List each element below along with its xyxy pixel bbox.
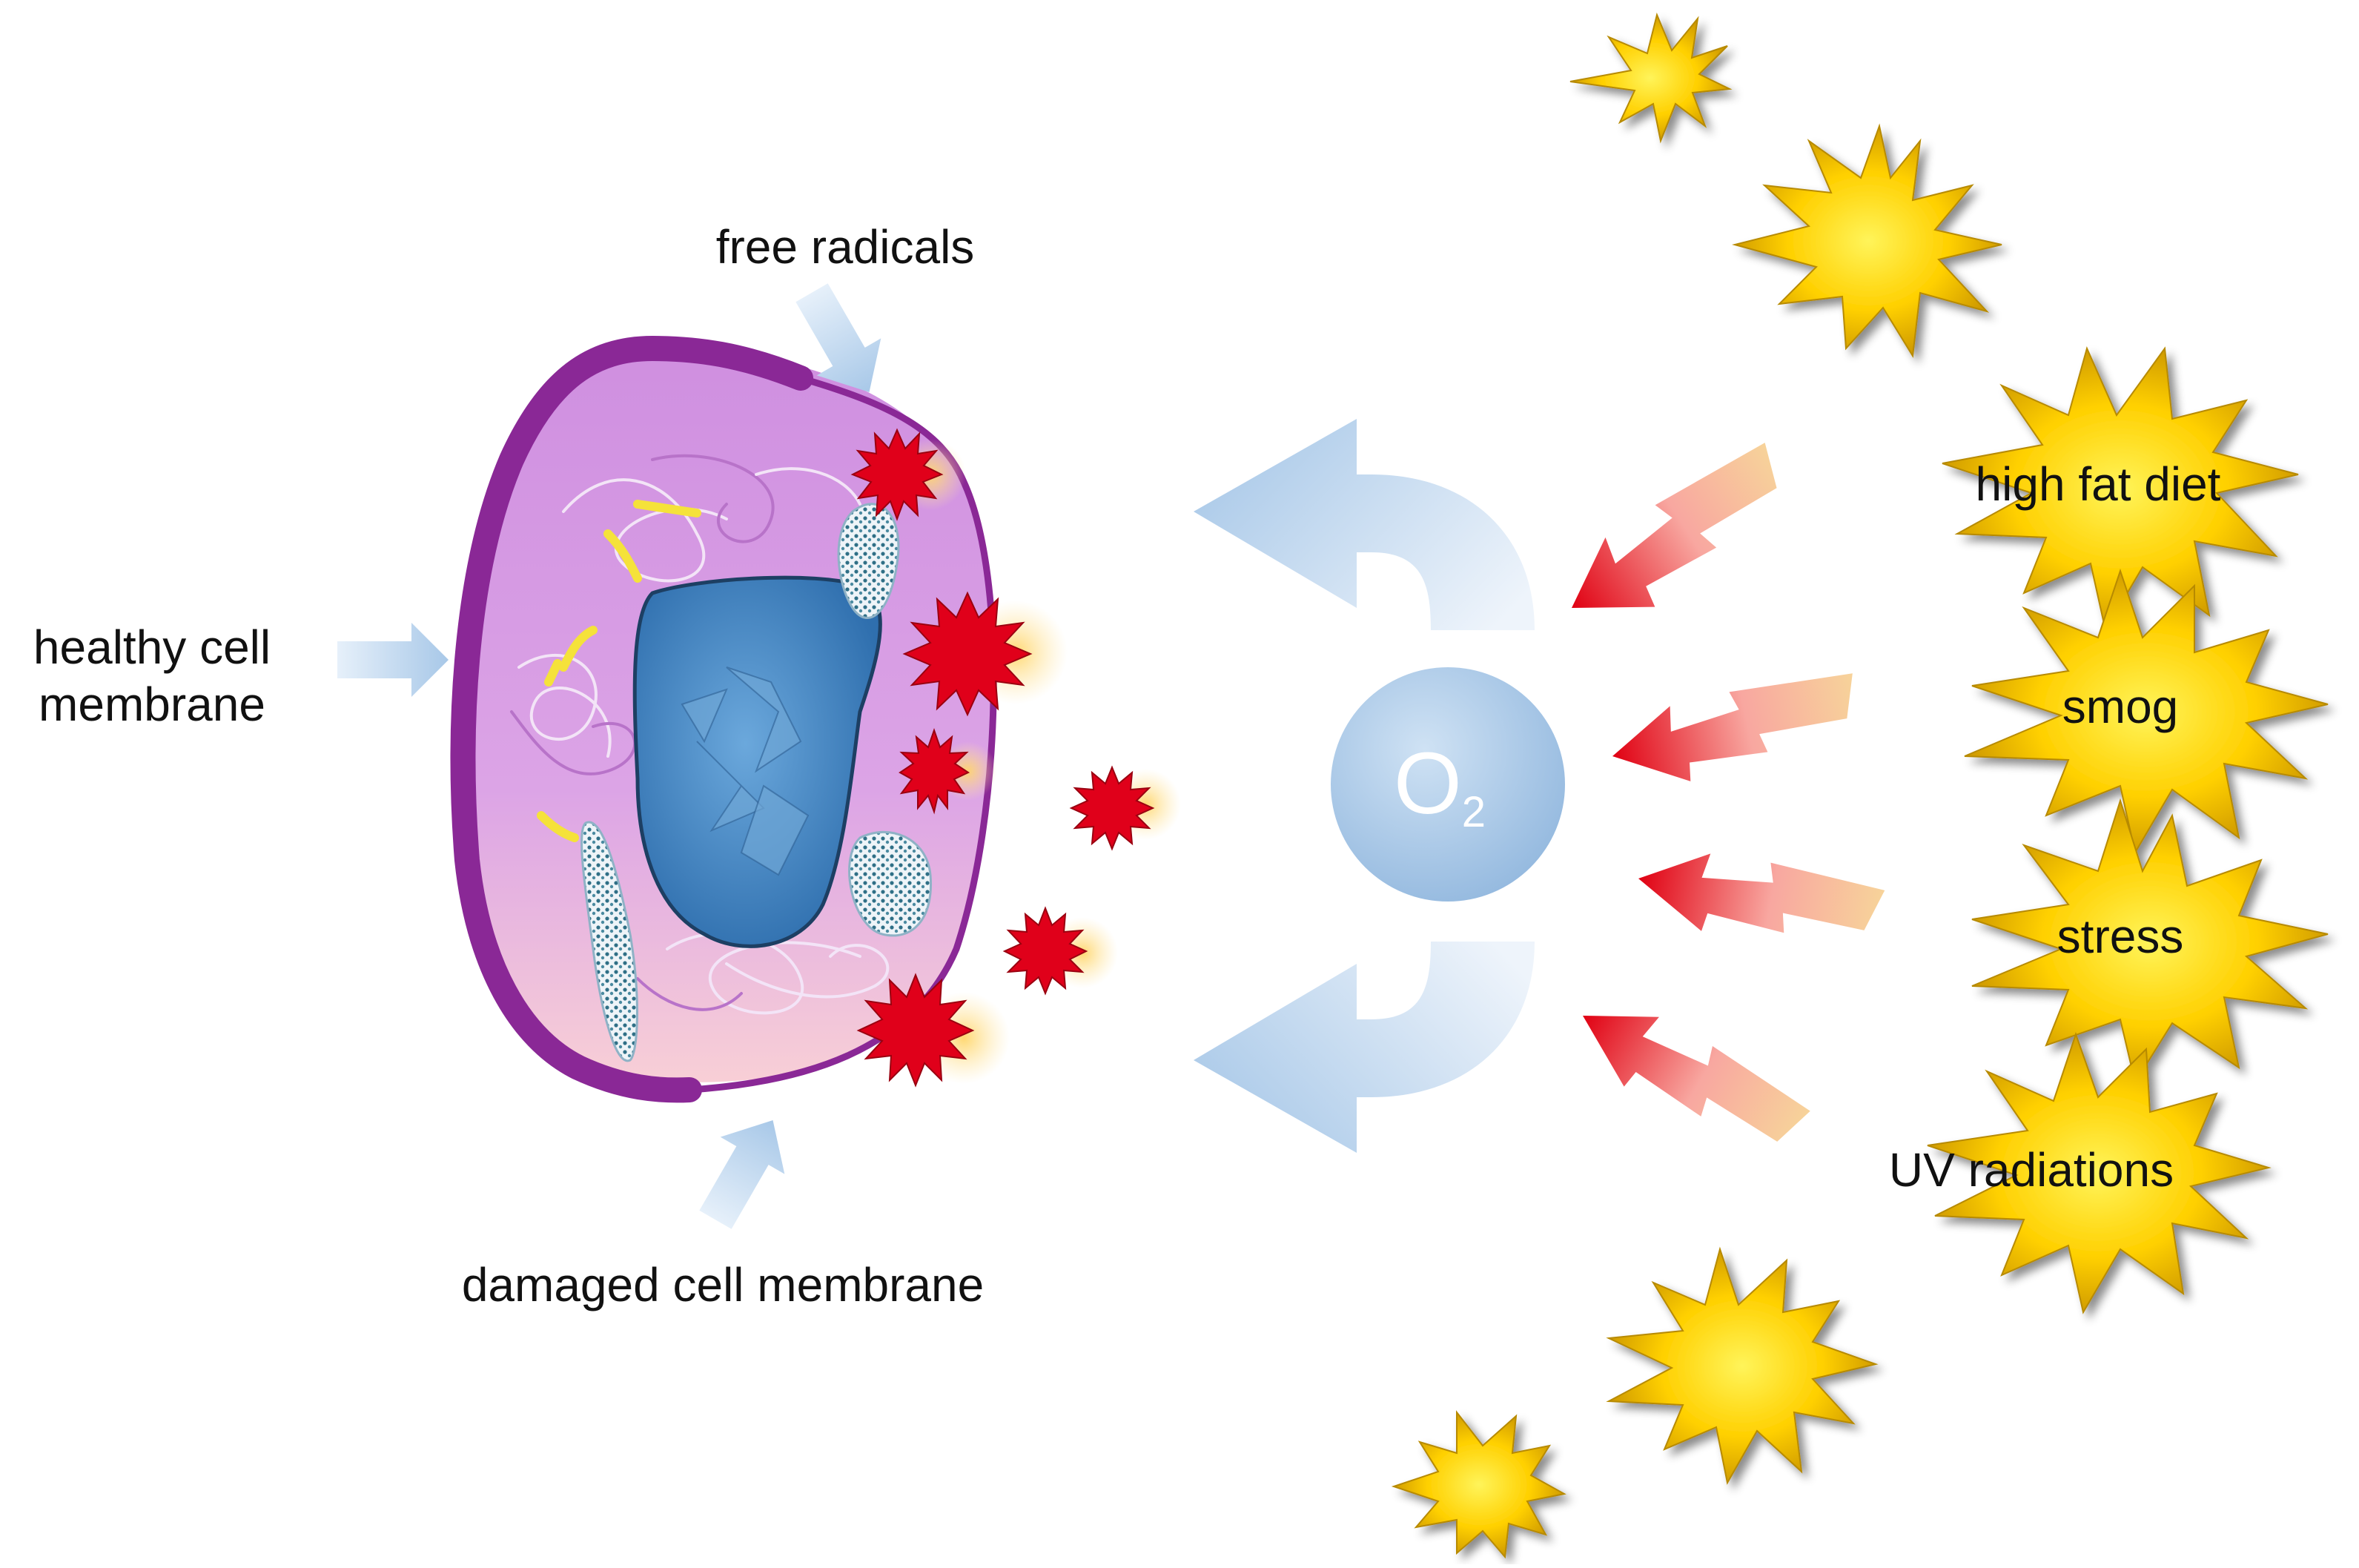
oxygen-label: O2 — [1394, 740, 1486, 834]
dotted-organelles — [580, 503, 933, 1062]
sunburst-source — [1971, 798, 2329, 1085]
healthy-cell-label: healthy cell membrane — [15, 619, 289, 733]
oxygen-subscript: 2 — [1461, 788, 1486, 836]
source-label-stress: stress — [2057, 910, 2184, 963]
free-radical — [899, 727, 997, 815]
sunburst-small — [1569, 12, 1733, 144]
sunburst-medium — [1606, 1246, 1879, 1485]
oxygen-symbol: O — [1394, 735, 1462, 833]
healthy-cell-label-line1: healthy cell — [33, 621, 271, 674]
free-radical — [1069, 765, 1181, 851]
source-label-smog: smog — [2062, 680, 2179, 733]
bolt-arrow — [1612, 673, 1853, 781]
free-radical — [902, 591, 1068, 717]
sunburst-medium — [1732, 123, 2002, 358]
damaged-cell-label: damaged cell membrane — [461, 1258, 985, 1311]
sunburst-small — [1391, 1410, 1566, 1559]
free-radical — [856, 973, 1010, 1088]
sunbursts — [1391, 12, 2329, 1559]
free-radicals — [850, 428, 1181, 1088]
free-radical — [1002, 906, 1118, 996]
source-label-uv-radiations: UV radiations — [1888, 1143, 2174, 1197]
free-radical — [850, 428, 966, 521]
bolt-arrow — [1583, 1016, 1810, 1142]
sunburst-source — [1964, 568, 2329, 855]
pointer-arrows — [337, 283, 881, 1229]
healthy-cell-label-line2: membrane — [39, 677, 265, 731]
yellow-organelles — [537, 500, 701, 842]
chromatin — [681, 666, 810, 876]
bolt-arrow — [1572, 443, 1777, 608]
oxygen-molecule — [1331, 667, 1565, 902]
damaged-membrane-pointer-arrow — [699, 1120, 785, 1229]
free-radicals-label: free radicals — [715, 220, 975, 274]
cell — [450, 335, 997, 1103]
healthy-membrane-pointer-arrow — [337, 623, 449, 697]
sunburst-source — [1942, 346, 2299, 632]
source-arrows — [1572, 443, 1885, 1142]
oxygen-release — [1194, 419, 1565, 1153]
healthy-membrane — [450, 335, 813, 1103]
curved-arrow-up — [1194, 419, 1535, 630]
source-label-high-fat-diet: high fat diet — [1975, 457, 2221, 511]
damaged-membrane — [689, 374, 997, 1094]
curved-arrow-down — [1194, 942, 1535, 1153]
sunburst-source — [1927, 1031, 2272, 1314]
free-radicals-pointer-arrow — [795, 283, 881, 392]
bolt-arrow — [1638, 853, 1885, 933]
